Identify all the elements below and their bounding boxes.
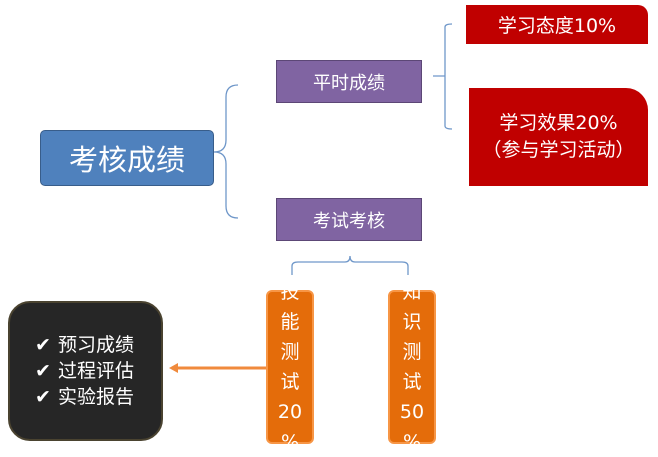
brace-root [213, 84, 239, 219]
skill-test-node: 技 能 测 试 20 % [266, 281, 314, 453]
attitude-node: 学习态度10% [466, 5, 648, 44]
skill-char: 试 [280, 371, 300, 393]
knowledge-char: 测 [402, 341, 422, 363]
checklist-item: ✔ 实验报告 [28, 384, 134, 410]
root-label: 考核成绩 [68, 143, 185, 177]
knowledge-char: 识 [402, 311, 422, 333]
checklist-label: 预习成绩 [58, 334, 135, 356]
checklist-item: ✔ 过程评估 [28, 358, 134, 384]
checklist-label: 过程评估 [58, 360, 135, 382]
effect-label: 学习效果20% [499, 112, 618, 134]
arrow-head [169, 363, 178, 373]
attitude-label: 学习态度10% [497, 15, 617, 37]
checklist-item: ✔ 预习成绩 [28, 332, 134, 358]
check-icon: ✔ [35, 386, 51, 408]
knowledge-char: 50 [399, 401, 425, 423]
knowledge-test-node: 知 识 测 试 50 % [388, 281, 436, 453]
checklist-label: 实验报告 [58, 386, 135, 408]
check-icon: ✔ [35, 334, 51, 356]
exam-node: 考试考核 [276, 198, 422, 241]
brace-regular [433, 23, 453, 130]
exam-label: 考试考核 [313, 210, 385, 232]
check-icon: ✔ [35, 360, 51, 382]
knowledge-char: 知 [402, 281, 422, 303]
effect-sublabel: （参与学习活动） [482, 139, 635, 161]
skill-char: 技 [280, 281, 300, 303]
effect-node: 学习效果20% （参与学习活动） [469, 88, 648, 186]
regular-label: 平时成绩 [313, 72, 385, 94]
knowledge-char: 试 [402, 371, 422, 393]
skill-char: % [280, 431, 300, 453]
skill-char: 测 [280, 341, 300, 363]
brace-exam [291, 255, 409, 275]
checklist-box: ✔ 预习成绩 ✔ 过程评估 ✔ 实验报告 [8, 301, 163, 441]
skill-char: 能 [280, 311, 300, 333]
knowledge-char: % [402, 431, 422, 453]
regular-node: 平时成绩 [276, 60, 422, 103]
root-node: 考核成绩 [40, 130, 214, 186]
skill-char: 20 [277, 401, 303, 423]
